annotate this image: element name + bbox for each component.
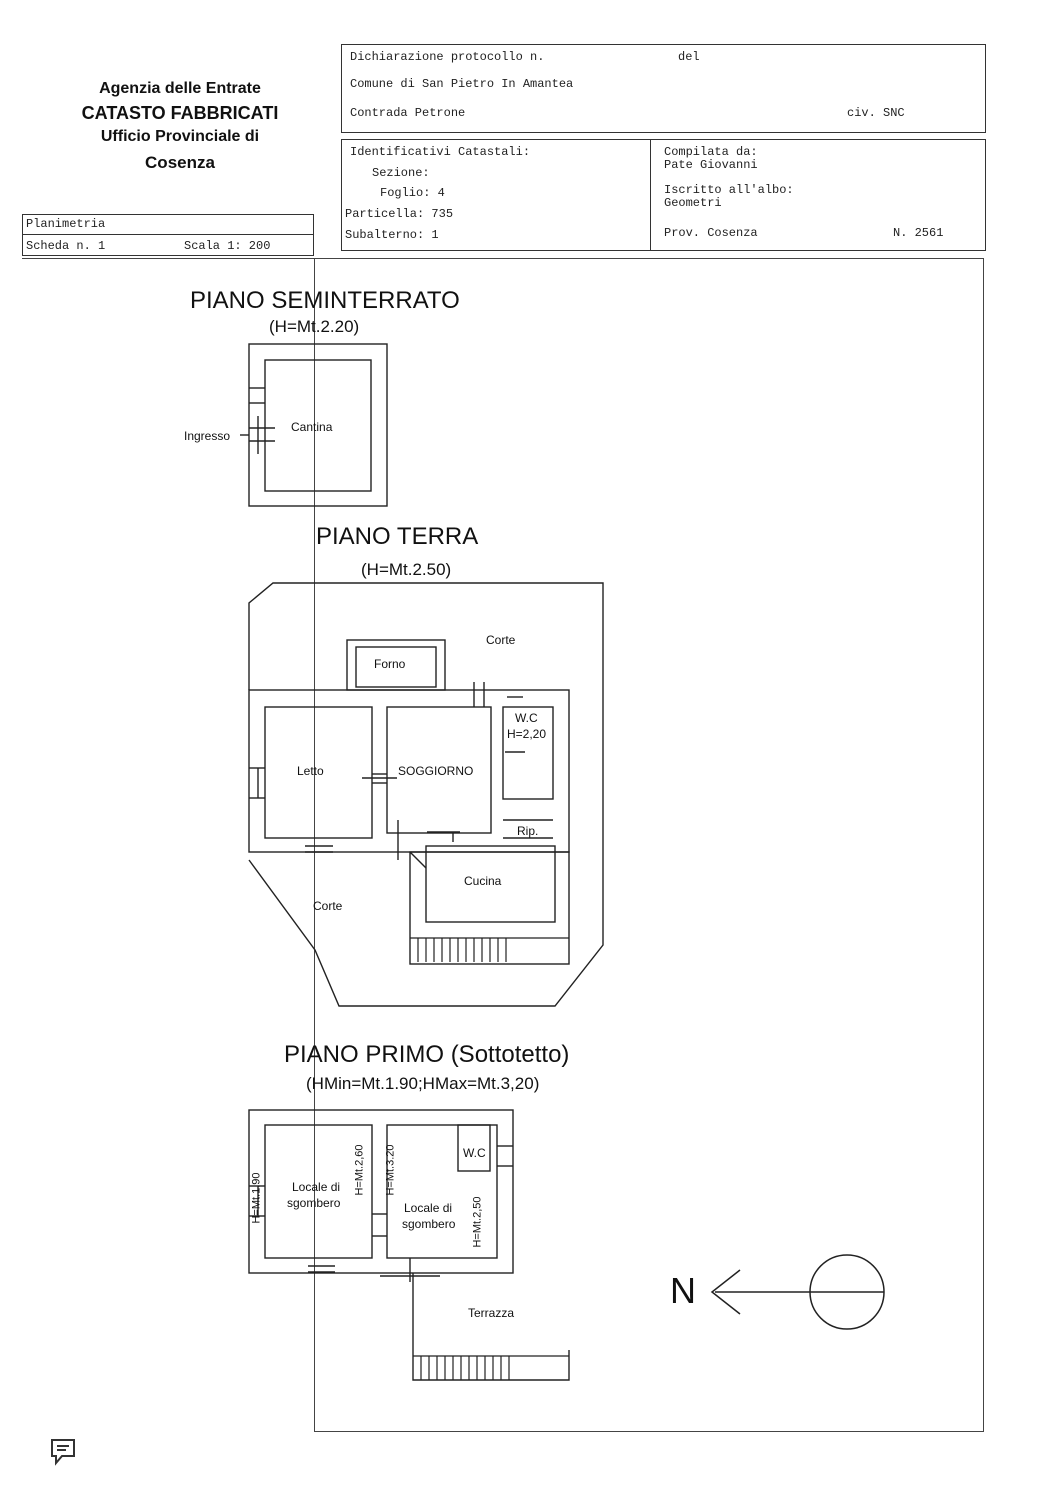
room-locale1-line2: sgombero [287,1196,341,1210]
subalterno-label: Subalterno: 1 [345,228,439,242]
drawing-frame-left [22,258,314,259]
address-label: Contrada Petrone [350,106,466,120]
room-letto: Letto [297,764,324,778]
plan-seminterrato [240,343,388,507]
room-corte-top: Corte [486,633,516,647]
floor-height-seminterrato: (H=Mt.2.20) [269,317,360,336]
planimetria-divider [22,234,314,235]
room-locale2-line2: sgombero [402,1217,456,1231]
height-label-320: H=Mt.3.20 [384,1144,397,1196]
iscritto-value: Geometri [664,196,722,210]
scala-label: Scala 1: 200 [184,239,271,253]
comune-label: Comune di San Pietro In Amantea [350,77,574,91]
compilata-name: Pate Giovanni [664,158,758,172]
room-rip: Rip. [517,824,539,838]
ufficio-city: Cosenza [145,153,215,172]
scheda-label: Scheda n. 1 [26,239,106,253]
label-ingresso: Ingresso [184,429,231,443]
north-letter: N [670,1270,696,1311]
height-label-190: H=Mt.1.90 [250,1172,263,1224]
floor-height-terra: (H=Mt.2.50) [361,560,452,579]
room-cucina: Cucina [464,874,502,888]
civ-label: civ. SNC [847,106,905,120]
floor-title-seminterrato: PIANO SEMINTERRATO [190,287,460,314]
drawing-frame [314,258,984,1432]
ufficio-label: Ufficio Provinciale di [100,128,260,145]
particella-label: Particella: 735 [345,207,454,221]
room-terrazza: Terrazza [468,1306,515,1320]
height-label-250: H=Mt.2,50 [471,1196,484,1248]
foglio-label: Foglio: 4 [380,186,445,200]
agency-name: Agenzia delle Entrate [99,80,261,97]
plan-terra [248,582,604,1007]
room-wc-height: H=2,20 [507,727,547,741]
floor-title-terra: PIANO TERRA [316,523,479,550]
height-label-260: H=Mt.2,60 [353,1144,366,1196]
floor-height-primo: (HMin=Mt.1.90;HMax=Mt.3,20) [306,1074,540,1093]
stairs-primo [413,1355,569,1380]
room-forno: Forno [374,657,406,671]
declaration-box [341,44,986,133]
planimetria-label: Planimetria [26,217,106,231]
iscritto-label: Iscritto all'albo: [664,183,794,197]
room-soggiorno: SOGGIORNO [398,764,474,778]
room-corte-bottom: Corte [313,899,343,913]
plan-primo [248,1109,570,1381]
del-label: del [678,50,700,64]
identificativi-divider [650,139,651,251]
catasto-title: CATASTO FABBRICATI [81,103,279,123]
room-locale1-line1: Locale di [292,1180,341,1194]
ident-title: Identificativi Catastali: [350,145,531,159]
identificativi-box [341,139,986,251]
sezione-label: Sezione: [372,166,430,180]
prov-label: Prov. Cosenza [664,226,758,240]
room-locale2-line1: Locale di [404,1201,453,1215]
agency-block: Agenzia delle Entrate CATASTO FABBRICATI… [60,78,300,178]
compilata-label: Compilata da: [664,145,758,159]
declaration-label: Dichiarazione protocollo n. [350,50,545,64]
room-wc-terra: W.C [515,711,538,725]
room-wc-primo: W.C [463,1146,486,1160]
planimetria-box [22,214,314,256]
stairs-terra [410,937,569,962]
north-arrow-icon [710,1254,885,1330]
room-cantina: Cantina [291,420,333,434]
numero-label: N. 2561 [893,226,944,240]
floor-title-primo: PIANO PRIMO (Sottotetto) [284,1041,570,1068]
comment-icon[interactable] [50,1438,76,1466]
